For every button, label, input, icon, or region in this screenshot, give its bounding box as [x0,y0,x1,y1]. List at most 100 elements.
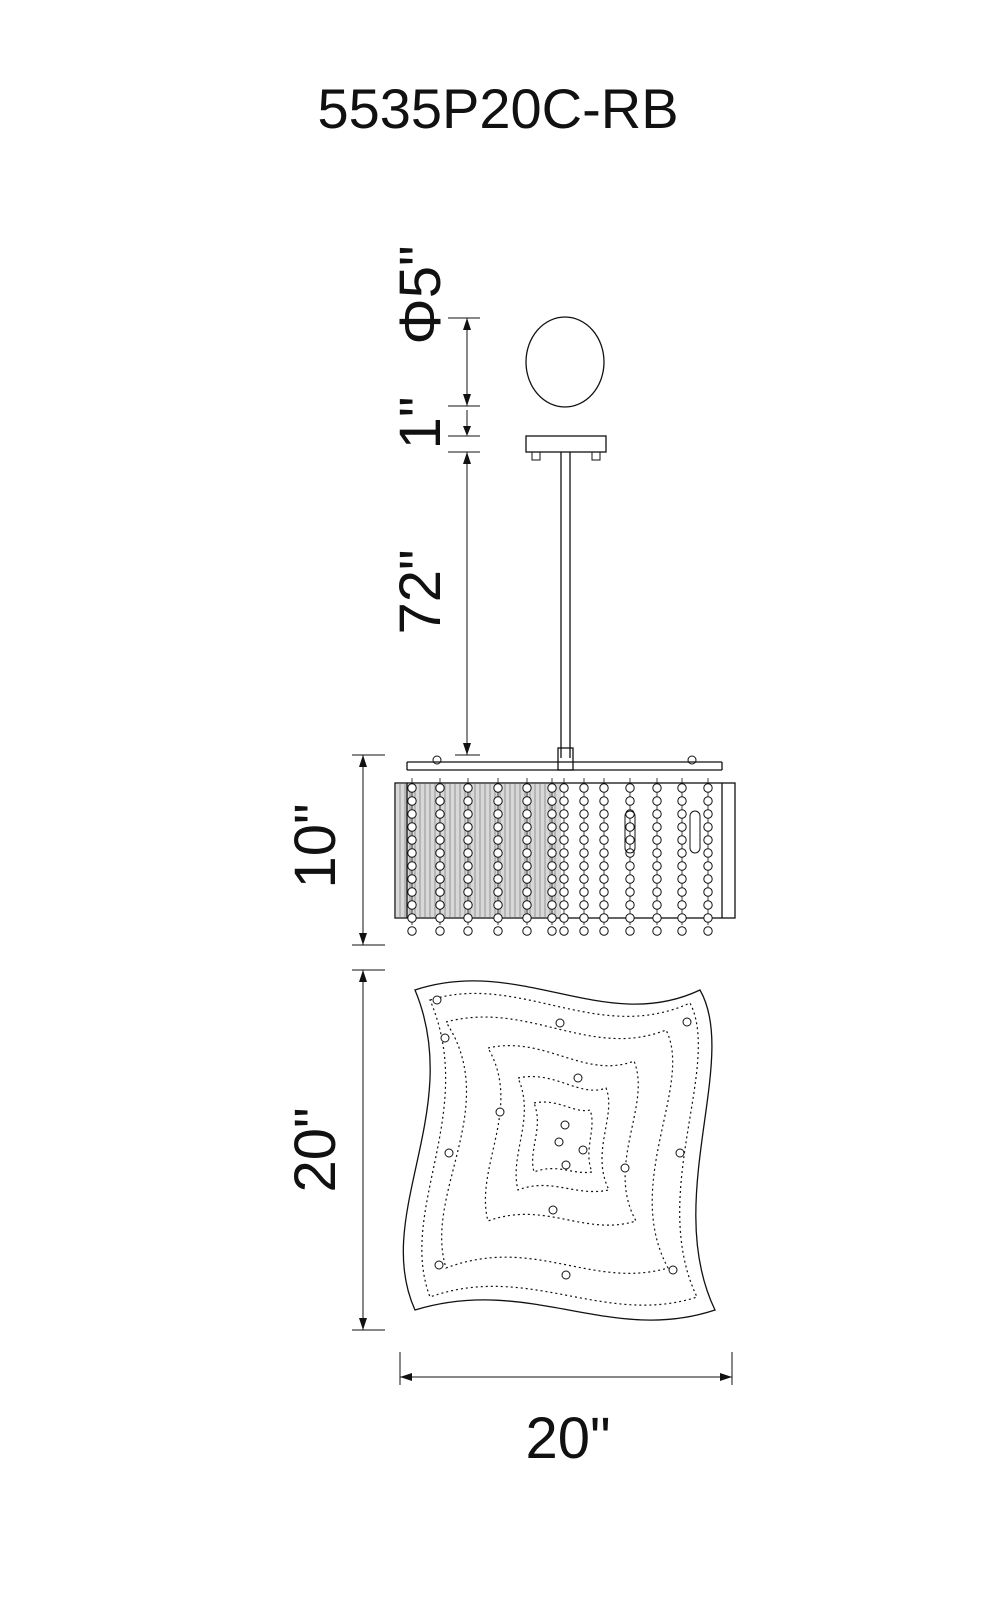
crystal-bead [703,835,713,845]
crystal-bead [579,874,589,884]
mounting-hole [675,1148,685,1158]
crystal-bead [703,809,713,819]
crystal-bead [703,900,713,910]
bulb [624,810,636,854]
crystal-bead [407,913,417,923]
crystal-bead [463,848,473,858]
crystal-bead [522,835,532,845]
crystal-bead [493,835,503,845]
crystal-bead [463,809,473,819]
crystal-bead [493,900,503,910]
crystal-bead [407,822,417,832]
dimension-lines [352,317,733,1385]
crystal-bead [703,848,713,858]
crystal-bead [579,835,589,845]
wave-plate-ring [421,992,699,1306]
crystal-bead [579,861,589,871]
crystal-bead [463,887,473,897]
crystal-bead [435,809,445,819]
crystal-bead [625,887,635,897]
crystal-bead [677,796,687,806]
crystal-bead [703,796,713,806]
crystal-bead [677,861,687,871]
crystal-bead [547,913,557,923]
crystal-bead [625,822,635,832]
crystal-bead [493,822,503,832]
crystal-bead [547,783,557,793]
dim-arrow [359,755,367,767]
crystal-bead [547,861,557,871]
rod-length-label: 72" [388,549,453,634]
crystal-bead [625,796,635,806]
mounting-hole [578,1145,588,1155]
dim-arrow [463,452,471,464]
mesh-shading [396,784,561,917]
rod-coupler [557,747,574,771]
crystal-bead [435,783,445,793]
crystal-bead [547,835,557,845]
fixture-height-label: 10" [283,803,348,888]
crystal-bead [493,926,503,936]
crystal-bead [522,848,532,858]
crystal-bead [652,887,662,897]
crystal-bead [625,913,635,923]
mounting-hole [495,1107,505,1117]
crystal-bead [435,848,445,858]
crystal-bead [652,848,662,858]
crystal-bead [677,874,687,884]
crystal-bead [407,848,417,858]
crystal-bead [599,913,609,923]
crystal-bead [463,796,473,806]
side-elevation [394,316,736,936]
crystal-bead [677,887,687,897]
crystal-bead [579,796,589,806]
crystal-bead [435,861,445,871]
dim-arrow [463,743,471,755]
crystal-bead [599,887,609,897]
mounting-hole [668,1265,678,1275]
canopy-top-view [525,316,605,408]
crystal-bead [435,822,445,832]
crystal-bead [703,913,713,923]
dim-arrow [359,1318,367,1330]
crystal-bead [493,809,503,819]
crystal-bead [463,861,473,871]
crystal-bead [703,887,713,897]
depth-label: 20" [283,1107,348,1192]
canopy-plate [525,435,607,453]
crystal-bead [522,822,532,832]
crystal-bead [703,926,713,936]
crystal-bead [652,913,662,923]
wave-plate-outline [402,980,716,1321]
crystal-bead [652,783,662,793]
crystal-bead [677,900,687,910]
mounting-hole [434,1260,444,1270]
crystal-bead [522,861,532,871]
crystal-bead [547,796,557,806]
wave-plate-ring [441,1016,674,1274]
crystal-bead [493,848,503,858]
crystal-bead [559,848,569,858]
crystal-bead [652,861,662,871]
crystal-bead [407,835,417,845]
crystal-bead [677,783,687,793]
crystal-bead [579,783,589,793]
crystal-bead [463,835,473,845]
crystal-bead [463,822,473,832]
crystal-bead [522,887,532,897]
crystal-bead [579,887,589,897]
wave-plate-ring [515,1076,610,1193]
crystal-bead [625,861,635,871]
crystal-bead [579,913,589,923]
crystal-bead [547,874,557,884]
crystal-bead [599,874,609,884]
crystal-bead [559,809,569,819]
crystal-bead [677,848,687,858]
crystal-bead [599,783,609,793]
wave-plate-ring [484,1045,639,1226]
crystal-bead [407,861,417,871]
crystal-bead [599,900,609,910]
crystal-bead [652,874,662,884]
crystal-bead [493,796,503,806]
crystal-bead [559,822,569,832]
